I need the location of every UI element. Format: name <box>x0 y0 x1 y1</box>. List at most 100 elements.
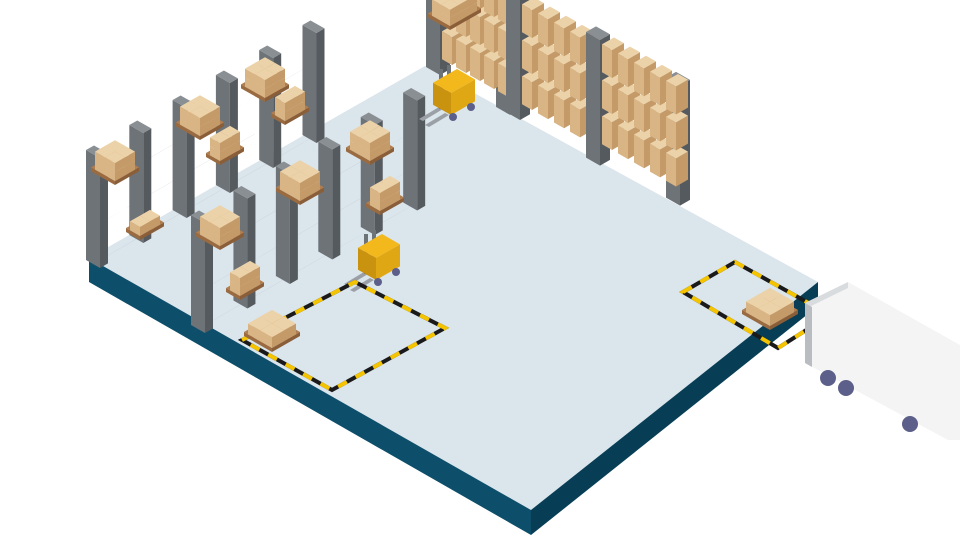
box-top-face <box>290 171 310 183</box>
box-top-face <box>95 145 115 158</box>
box-top-face <box>758 287 782 302</box>
box-top-face <box>318 136 341 150</box>
box-top-face <box>634 55 656 69</box>
box-left-face <box>105 166 115 181</box>
box-right-face <box>332 144 341 260</box>
box-top-face <box>403 87 426 101</box>
box-left-face <box>602 44 612 78</box>
box-right-face <box>370 137 380 152</box>
carton <box>255 68 275 89</box>
box-right-face <box>417 95 426 211</box>
box-left-face <box>280 171 290 187</box>
box-right-face <box>284 323 296 342</box>
carton <box>441 0 459 18</box>
box-right-face <box>200 122 224 140</box>
box-right-face <box>285 107 309 125</box>
box-top-face <box>360 131 380 143</box>
carton <box>190 106 210 127</box>
box-top-face <box>441 0 459 10</box>
box-left-face <box>498 0 508 25</box>
forklift-wheel <box>374 278 382 286</box>
box-left-face <box>506 0 520 120</box>
box-top-face <box>200 100 220 113</box>
box-left-face <box>470 47 480 81</box>
box-left-face <box>570 31 580 66</box>
box-top-face <box>618 46 640 60</box>
box-right-face <box>300 187 324 205</box>
box-top-face <box>190 106 210 118</box>
box-top-face <box>220 125 240 138</box>
box-left-face <box>441 12 450 26</box>
box-top-face <box>770 294 794 309</box>
carton <box>666 73 688 115</box>
box-left-face <box>241 84 265 102</box>
box-right-face <box>468 2 477 16</box>
box-right-face <box>380 131 390 147</box>
box-left-face <box>245 68 255 84</box>
truck-trailer-side <box>805 282 960 440</box>
carton <box>210 131 230 152</box>
box-top-face <box>666 73 688 87</box>
box-right-face <box>275 68 285 84</box>
box-left-face <box>602 80 612 114</box>
box-right-face <box>140 222 164 240</box>
carton-stack <box>241 57 289 102</box>
box-top-face <box>233 185 256 199</box>
box-right-face <box>115 166 125 181</box>
box-left-face <box>244 332 272 352</box>
box-left-face <box>650 71 660 106</box>
forklift-wheel <box>449 113 457 121</box>
box-left-face <box>666 116 676 151</box>
carton <box>360 131 380 152</box>
box-top-face <box>666 145 688 159</box>
carton <box>290 171 310 192</box>
rack-back-left <box>86 20 325 268</box>
box-right-face <box>380 197 404 215</box>
box-right-face <box>370 147 394 165</box>
box-left-face <box>554 22 564 57</box>
box-right-face <box>275 77 285 93</box>
box-left-face <box>255 83 265 98</box>
box-top-face <box>746 294 770 309</box>
box-right-face <box>295 91 305 107</box>
box-top-face <box>538 6 560 20</box>
box-top-face <box>245 62 265 75</box>
rack-back-segment <box>586 26 690 206</box>
box-left-face <box>248 323 260 342</box>
carton <box>275 91 295 112</box>
box-left-face <box>358 247 376 280</box>
box-top-face <box>260 309 284 324</box>
box-left-face <box>746 301 758 320</box>
box-right-face <box>100 153 108 268</box>
box-left-face <box>441 4 450 18</box>
box-left-face <box>538 13 548 48</box>
box-right-face <box>300 186 310 201</box>
box-left-face <box>586 32 600 160</box>
rack-upright <box>318 136 341 260</box>
box-right-face <box>450 12 459 26</box>
rack-upright <box>302 20 325 143</box>
box-top-face <box>220 210 240 223</box>
box-right-face <box>285 97 295 112</box>
carton-stack <box>176 95 224 140</box>
box-right-face <box>370 146 380 161</box>
box-right-face <box>150 215 160 231</box>
box-left-face <box>230 281 240 296</box>
box-left-face <box>346 147 370 165</box>
box-left-face <box>602 116 612 150</box>
box-left-face <box>570 67 580 102</box>
box-top-face <box>240 260 260 273</box>
box-top-face <box>105 151 125 163</box>
box-left-face <box>255 74 265 89</box>
box-left-face <box>200 216 210 232</box>
box-top-face <box>432 0 450 5</box>
box-left-face <box>200 225 210 241</box>
box-right-face <box>220 146 230 161</box>
forklift-fork <box>425 113 449 127</box>
box-top-face <box>265 62 285 75</box>
box-top-face <box>302 20 325 33</box>
carton-stack <box>126 209 164 240</box>
forklift-wheel <box>467 103 475 111</box>
carton <box>758 301 782 326</box>
box-left-face <box>433 82 451 115</box>
